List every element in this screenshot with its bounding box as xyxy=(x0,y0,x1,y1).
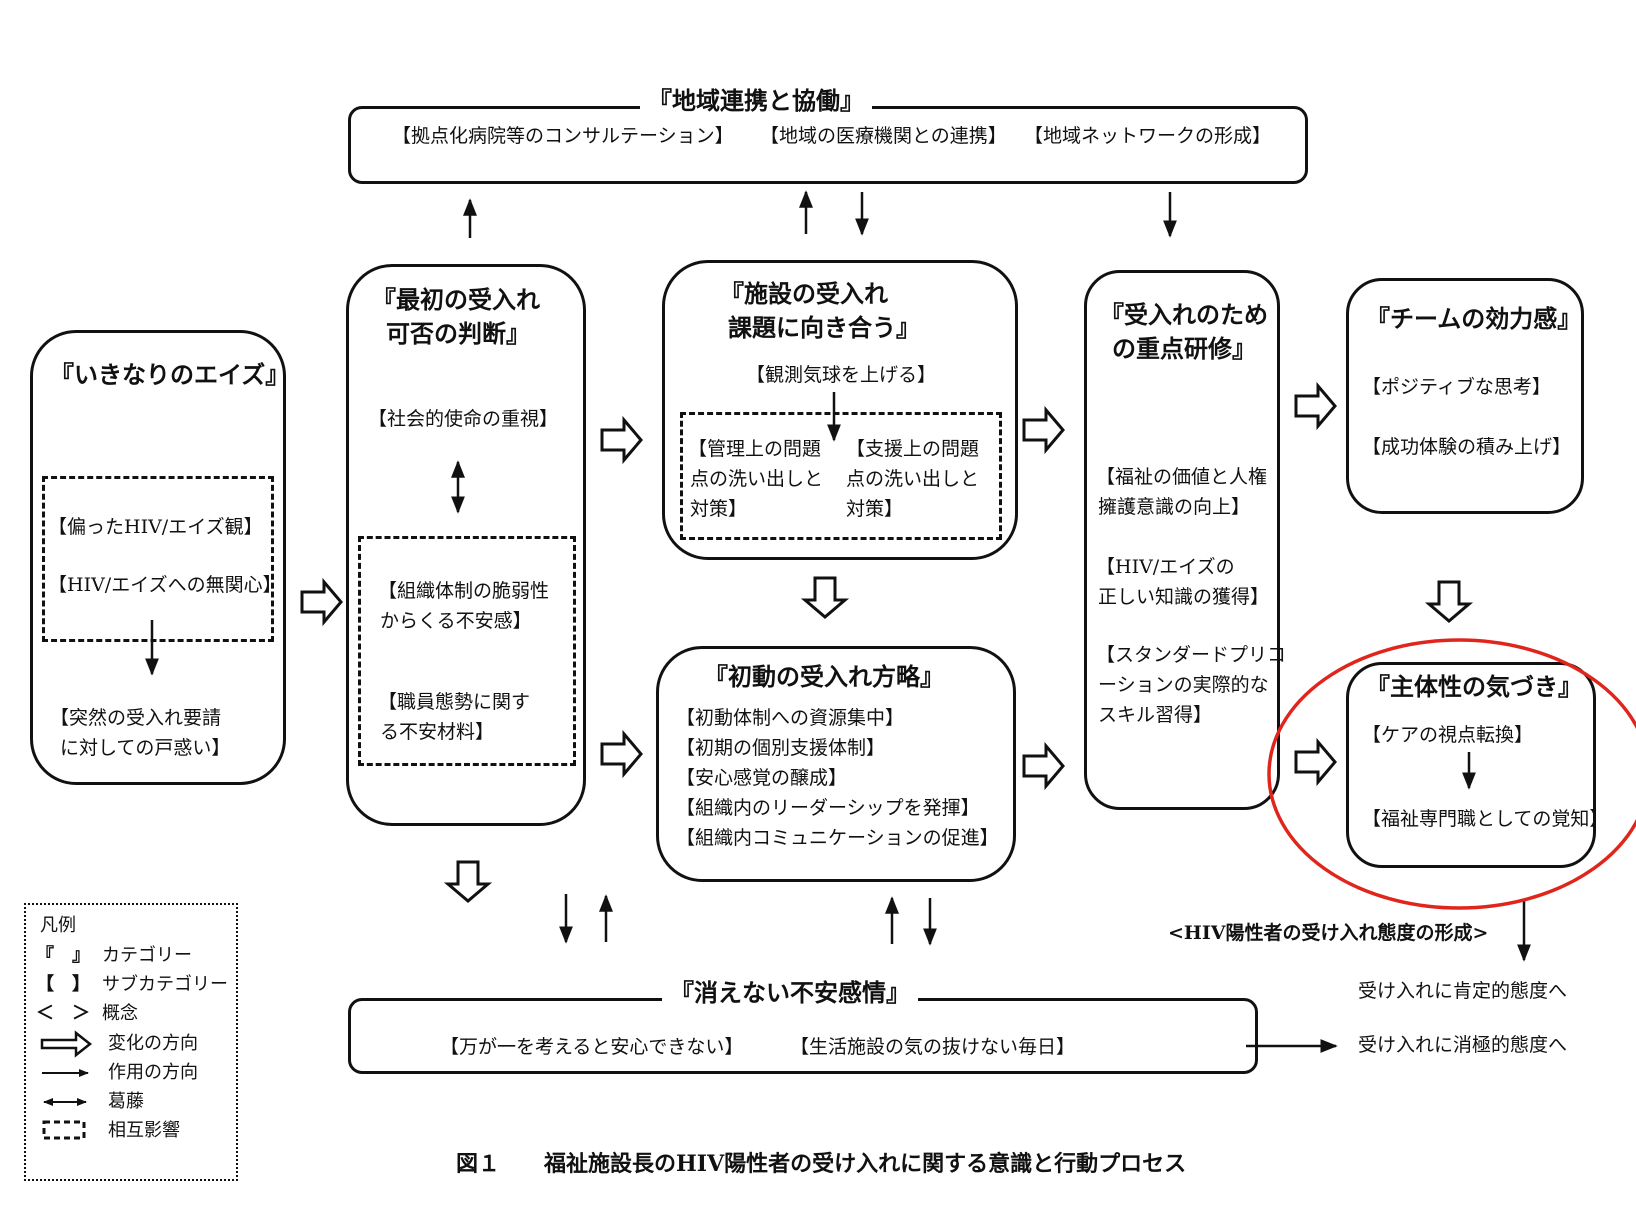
legend-label-change: 変化の方向 xyxy=(108,1033,198,1054)
change-arrow-2 xyxy=(600,415,643,465)
initial-inner-1a: 【組織体制の脆弱性 xyxy=(378,580,550,602)
sudden-outcome-1: 【突然の受入れ要請 xyxy=(50,707,222,729)
training-item-3b: ーションの実際的な xyxy=(1098,674,1269,696)
regional-item-2: 【地域の医療機関との連携】 xyxy=(760,125,1007,147)
firstmove-box xyxy=(656,646,1016,882)
legend-label-concept: 概念 xyxy=(102,1003,138,1024)
legend-symbol-category: 『 』 xyxy=(36,945,90,966)
team-title: 『チームの効力感』 xyxy=(1366,304,1582,333)
firstmove-item-2: 【初期の個別支援体制】 xyxy=(676,737,886,759)
highlight-circle xyxy=(1267,638,1636,910)
action-arrows xyxy=(145,190,1531,1053)
training-item-3a: 【スタンダードプリコ xyxy=(1096,644,1287,666)
sudden-title: 『いきなりのエイズ』 xyxy=(50,360,290,389)
change-arrow-down-3 xyxy=(443,860,493,903)
initial-mission: 【社会的使命の重視】 xyxy=(368,408,559,430)
firstmove-title: 『初動の受入れ方略』 xyxy=(704,662,944,691)
change-arrow-down-1 xyxy=(800,576,850,619)
initial-title-2: 可否の判断』 xyxy=(386,319,530,348)
change-arrow-1 xyxy=(300,577,343,627)
team-item-2: 【成功体験の積み上げ】 xyxy=(1362,436,1572,458)
facility-left-2: 点の洗い出しと xyxy=(690,468,824,490)
autonomy-item-1: 【ケアの視点転換】 xyxy=(1362,724,1534,746)
initial-title-1: 『最初の受入れ xyxy=(372,285,540,314)
firstmove-item-5: 【組織内コミュニケーションの促進】 xyxy=(676,827,999,849)
facility-right-3: 対策】 xyxy=(846,498,904,520)
attitude-negative: 受け入れに消極的態度へ xyxy=(1358,1034,1568,1056)
training-title-2: の重点研修』 xyxy=(1112,334,1256,363)
team-box xyxy=(1346,278,1584,514)
firstmove-item-1: 【初動体制への資源集中】 xyxy=(676,707,905,729)
legend-box xyxy=(24,903,238,1181)
legend-label-conflict: 葛藤 xyxy=(108,1091,144,1112)
initial-box xyxy=(346,264,586,826)
anxiety-title: 『消えない不安感情』 xyxy=(662,976,918,1010)
legend-label-action: 作用の方向 xyxy=(108,1062,198,1083)
firstmove-item-4: 【組織内のリーダーシップを発揮】 xyxy=(676,797,980,819)
change-arrow-3 xyxy=(600,729,643,779)
facility-left-1: 【管理上の問題 xyxy=(688,438,822,460)
regional-item-1: 【拠点化病院等のコンサルテーション】 xyxy=(392,125,734,147)
autonomy-item-2: 【福祉専門職としての覚知】 xyxy=(1362,808,1609,830)
sudden-inner-2: 【HIV/エイズへの無関心】 xyxy=(48,574,282,596)
sudden-inner-1: 【偏ったHIV/エイズ観】 xyxy=(48,516,263,538)
initial-inner-2b: る不安材料】 xyxy=(380,721,495,743)
training-item-2a: 【HIV/エイズの xyxy=(1096,556,1235,578)
training-item-1a: 【福祉の価値と人権 xyxy=(1096,466,1268,488)
initial-inner-2a: 【職員態勢に関す xyxy=(378,691,531,713)
autonomy-box xyxy=(1346,662,1596,868)
firstmove-item-3: 【安心感覚の醸成】 xyxy=(676,767,848,789)
training-box xyxy=(1084,270,1280,810)
training-item-3c: スキル習得】 xyxy=(1098,704,1213,726)
legend-symbol-subcategory: 【 】 xyxy=(36,974,90,995)
legend-label-mutual: 相互影響 xyxy=(108,1120,180,1141)
initial-interaction-frame xyxy=(358,536,576,766)
figure-caption: 図１ 福祉施設長のHIV陽性者の受け入れに関する意識と行動プロセス xyxy=(456,1151,1187,1177)
anxiety-box xyxy=(348,998,1258,1074)
anxiety-item-1: 【万が一を考えると安心できない】 xyxy=(440,1036,744,1058)
attitude-concept: <HIV陽性者の受け入れ態度の形成> xyxy=(1168,922,1489,944)
legend-heading: 凡例 xyxy=(40,915,76,936)
change-arrow-down-2 xyxy=(1424,580,1474,623)
training-item-2b: 正しい知識の獲得】 xyxy=(1098,586,1270,608)
change-arrow-6 xyxy=(1294,381,1337,431)
facility-right-1: 【支援上の問題 xyxy=(846,438,980,460)
training-item-1b: 擁護意識の向上】 xyxy=(1098,496,1251,518)
regional-title: 『地域連携と協働』 xyxy=(640,84,872,118)
legend-label-subcategory: サブカテゴリー xyxy=(102,974,228,995)
sudden-outcome-2: に対しての戸惑い】 xyxy=(60,737,231,759)
anxiety-item-2: 【生活施設の気の抜けない毎日】 xyxy=(790,1036,1076,1058)
facility-interaction-frame xyxy=(680,412,1002,540)
regional-item-3: 【地域ネットワークの形成】 xyxy=(1024,125,1272,147)
hollow-arrows-down xyxy=(443,576,1474,903)
facility-box xyxy=(662,260,1018,560)
change-arrow-7 xyxy=(1294,737,1337,787)
initial-inner-1b: からくる不安感】 xyxy=(380,610,532,632)
training-title-1: 『受入れのため xyxy=(1100,300,1268,329)
legend-mutual-icon xyxy=(42,1120,86,1140)
legend-symbol-concept: ＜ ＞ xyxy=(36,1003,90,1024)
sudden-box xyxy=(30,330,286,785)
hollow-arrows-right xyxy=(300,381,1337,791)
team-item-1: 【ポジティブな思考】 xyxy=(1362,376,1551,398)
facility-right-2: 点の洗い出しと xyxy=(846,468,980,490)
facility-title-1: 『施設の受入れ xyxy=(720,279,888,308)
change-arrow-4 xyxy=(1022,405,1065,455)
attitude-positive: 受け入れに肯定的態度へ xyxy=(1358,980,1568,1002)
facility-left-3: 対策】 xyxy=(690,498,748,520)
sudden-interaction-frame xyxy=(42,476,274,642)
legend-label-category: カテゴリー xyxy=(102,945,192,966)
facility-title-2: 課題に向き合う』 xyxy=(728,313,920,342)
autonomy-title: 『主体性の気づき』 xyxy=(1366,672,1582,701)
change-arrow-5 xyxy=(1022,741,1065,791)
legend-change-arrow-icon xyxy=(40,1030,93,1058)
legend-symbols xyxy=(40,1030,93,1140)
facility-balloon: 【観測気球を上げる】 xyxy=(746,364,937,386)
